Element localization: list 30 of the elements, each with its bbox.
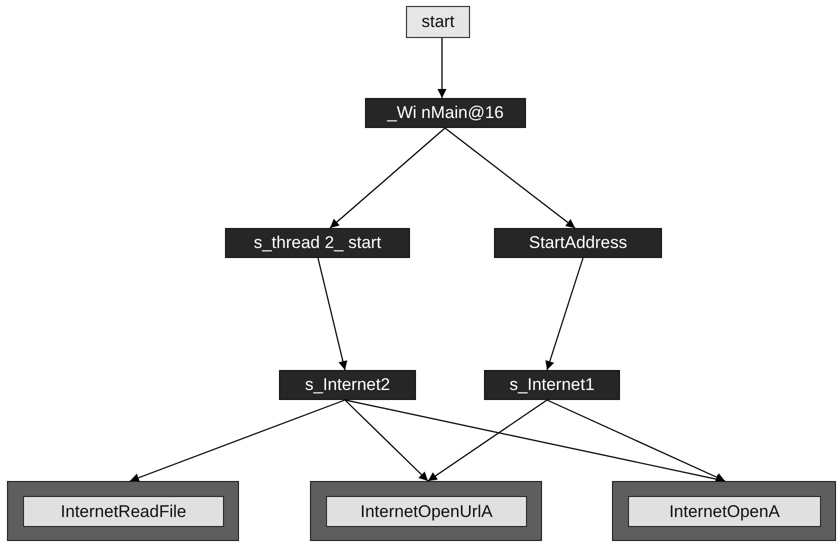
function-box (484, 370, 620, 400)
function-box (326, 496, 527, 527)
arrow (317, 258, 348, 370)
function-name: InternetOpenUrlA (360, 502, 493, 522)
arrow (438, 38, 446, 98)
function-name: s_thread 2_ start (254, 233, 382, 253)
arrow (344, 400, 428, 482)
arrow (444, 128, 576, 228)
function-box (225, 228, 410, 258)
container-box (612, 481, 836, 541)
function-box (279, 370, 416, 400)
function-box (23, 496, 224, 527)
function-name: InternetReadFile (60, 502, 186, 522)
function-name: s_Internet1 (509, 375, 595, 395)
arrow (545, 258, 584, 370)
arrow (546, 399, 726, 482)
function-box (406, 6, 470, 38)
function-box (628, 496, 821, 527)
function-name: s_Internet2 (304, 375, 390, 395)
arrow (428, 400, 548, 482)
function-box (365, 98, 526, 128)
function-name: StartAddress (528, 233, 628, 253)
function-name: InternetOpenA (669, 502, 780, 522)
arrow (330, 128, 446, 228)
arrow (130, 399, 346, 482)
function-name: start (421, 12, 455, 32)
function-name: _Wi nMain@16 (387, 103, 504, 123)
container-box (310, 481, 542, 541)
function-box (494, 228, 662, 258)
container-box (7, 481, 239, 541)
